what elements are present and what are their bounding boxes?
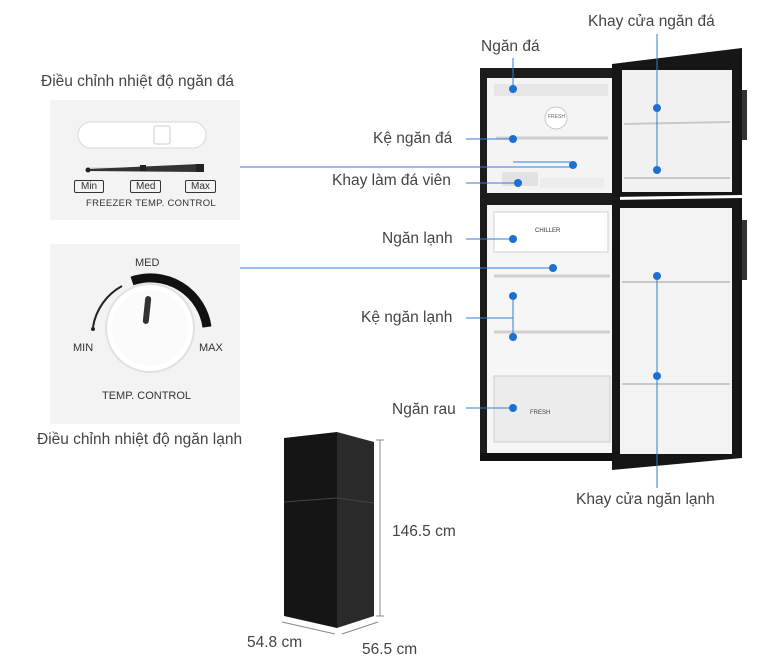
closed-fridge-front xyxy=(284,432,337,628)
label-freezer-door-tray: Khay cửa ngăn đá xyxy=(588,13,715,30)
freezer-label-med: Med xyxy=(130,180,162,193)
freezer-control-panel: Min Med Max FREEZER TEMP. CONTROL xyxy=(50,100,240,220)
freezer-slider-graphic xyxy=(77,121,207,173)
label-fridge-door-tray: Khay cửa ngăn lạnh xyxy=(576,491,715,508)
fridge-dial-graphic xyxy=(91,273,212,373)
label-fridge: Ngăn lạnh xyxy=(382,230,453,247)
fridge-interior xyxy=(487,205,614,453)
fridge-body xyxy=(480,68,620,460)
dial-label-min: MIN xyxy=(73,342,94,354)
label-fridge-shelf: Kệ ngăn lạnh xyxy=(361,309,453,326)
fridge-panel-title: TEMP. CONTROL xyxy=(102,390,192,402)
callout-lines xyxy=(240,34,658,488)
chiller-badge: CHILLER xyxy=(535,228,561,234)
freezer-label-min: Min xyxy=(74,180,105,193)
fridge-control-caption: Điều chỉnh nhiệt độ ngăn lạnh xyxy=(37,431,243,448)
dial-label-med: MED xyxy=(135,257,160,269)
fresh-badge: FRESH xyxy=(548,114,565,120)
label-crisper: Ngăn rau xyxy=(392,401,456,418)
dimension-height: 146.5 cm xyxy=(392,523,456,540)
dimension-lines xyxy=(281,439,384,635)
fridge-control-panel: MED MIN MAX TEMP. CONTROL xyxy=(50,244,240,424)
freezer-door xyxy=(612,48,742,197)
callout-dots xyxy=(509,85,661,412)
dial-label-max: MAX xyxy=(199,342,223,354)
label-freezer: Ngăn đá xyxy=(481,38,540,55)
label-freezer-shelf: Kệ ngăn đá xyxy=(373,130,453,147)
fridge-door xyxy=(612,198,742,470)
crisper-badge: FRESH xyxy=(530,410,551,416)
label-ice-tray: Khay làm đá viên xyxy=(332,172,451,189)
dimension-width: 54.8 cm xyxy=(247,634,303,651)
closed-fridge-side xyxy=(337,432,374,628)
freezer-interior xyxy=(487,78,614,193)
freezer-label-max: Max xyxy=(185,180,216,193)
freezer-control-caption: Điều chỉnh nhiệt độ ngăn đá xyxy=(41,73,235,90)
dimension-depth: 56.5 cm xyxy=(362,641,418,658)
freezer-panel-title: FREEZER TEMP. CONTROL xyxy=(86,198,216,209)
